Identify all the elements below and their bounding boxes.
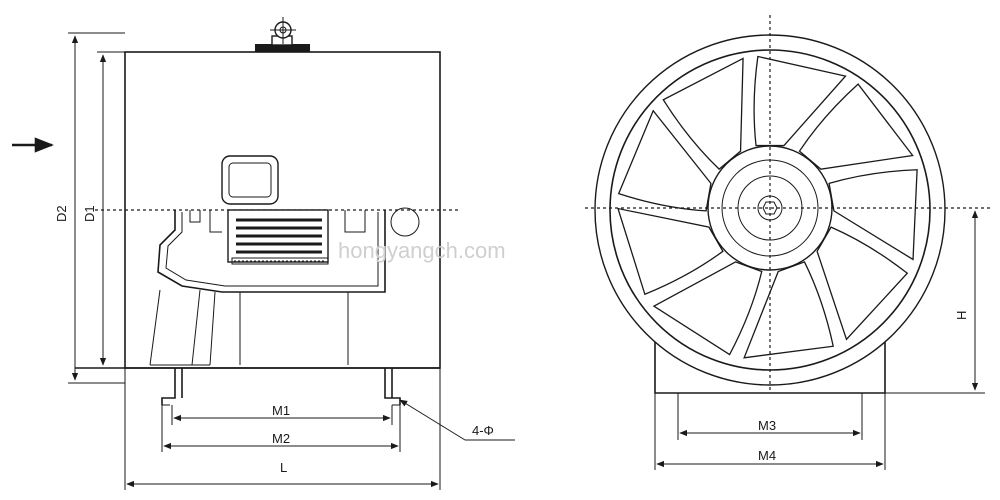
fan-blade — [617, 109, 712, 212]
holes-leader: 4-Φ — [399, 399, 515, 441]
dimension-m1: M1 — [171, 403, 393, 425]
fan-blade — [617, 207, 724, 296]
dimension-d1: D1 — [82, 51, 125, 369]
dimension-m2: M2 — [161, 405, 401, 452]
watermark: hongyangch.com — [338, 238, 506, 263]
fan-blade — [828, 169, 918, 261]
mounting-feet — [161, 368, 401, 406]
fan-blade — [743, 261, 835, 359]
label-l: L — [280, 460, 287, 475]
fan-blade — [816, 226, 909, 341]
dimension-h: H — [885, 210, 985, 394]
blades — [617, 55, 918, 359]
label-d1: D1 — [82, 205, 97, 222]
label-holes: 4-Φ — [472, 423, 494, 438]
label-m3: M3 — [758, 418, 776, 433]
dimension-l: L — [124, 368, 441, 490]
label-m4: M4 — [758, 448, 776, 463]
dimension-d2: D2 — [54, 32, 125, 384]
fan-blade — [753, 55, 847, 147]
label-d2: D2 — [54, 205, 69, 222]
fan-blade — [662, 57, 744, 171]
fan-blade — [652, 261, 763, 356]
dimension-m4: M4 — [656, 448, 884, 468]
dimension-m3: M3 — [679, 418, 861, 437]
motor-supports — [149, 289, 349, 366]
label-h: H — [954, 311, 969, 320]
motor-body — [157, 207, 420, 293]
terminal-box — [221, 155, 279, 205]
base-stand — [654, 335, 886, 470]
front-view: H M3 M4 — [585, 15, 990, 470]
label-m2: M2 — [272, 431, 290, 446]
lifting-eye — [255, 17, 310, 52]
fan-blade — [798, 83, 914, 170]
label-m1: M1 — [272, 403, 290, 418]
side-view: D2 D1 M1 M2 L — [12, 17, 515, 490]
